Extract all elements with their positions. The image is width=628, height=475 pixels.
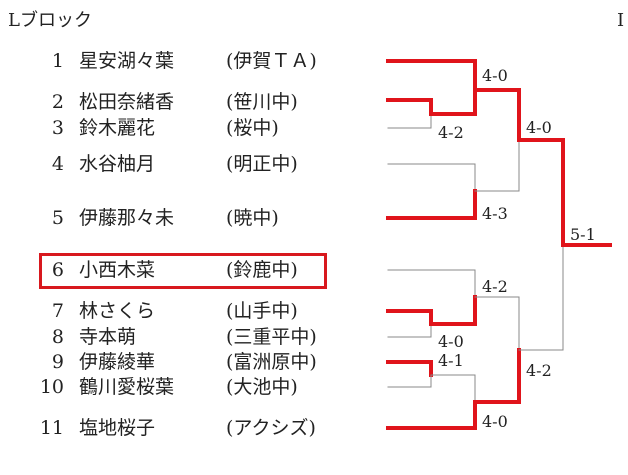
player-school: (鈴鹿中) bbox=[226, 259, 298, 281]
bracket-line-6 bbox=[387, 269, 476, 298]
player-name: 小西木菜 bbox=[79, 259, 156, 281]
block-title: Lブロック bbox=[8, 10, 92, 31]
player-number: 6 bbox=[51, 259, 64, 281]
player-name: 星安湖々葉 bbox=[79, 50, 175, 72]
score-r1-9v10: 4-1 bbox=[438, 351, 464, 370]
player-number: 10 bbox=[39, 376, 64, 398]
bracket-line-9 bbox=[386, 360, 433, 377]
score-semi-bottom: 4-2 bbox=[526, 361, 552, 380]
player-school: (桜中) bbox=[226, 117, 279, 139]
bracket-line-8 bbox=[387, 323, 432, 338]
player-school: (明正中) bbox=[226, 153, 298, 175]
player-name: 寺本萌 bbox=[79, 326, 137, 348]
score-r1-4v5: 4-3 bbox=[482, 204, 508, 223]
bracket-line-10 bbox=[387, 374, 432, 388]
player-name: 松田奈緒香 bbox=[79, 91, 175, 113]
bracket-line-7v8-winner bbox=[429, 295, 477, 326]
bracket-line-1 bbox=[386, 59, 477, 92]
player-number: 7 bbox=[51, 300, 64, 322]
player-school: (大池中) bbox=[226, 376, 298, 398]
bracket-line-4 bbox=[387, 163, 476, 192]
score-r1-7v8: 4-0 bbox=[438, 332, 464, 351]
player-school: (山手中) bbox=[226, 300, 298, 322]
player-number: 9 bbox=[51, 351, 64, 373]
player-number: 5 bbox=[51, 207, 64, 229]
bracket-line-semi-bottom-winner bbox=[518, 244, 564, 351]
score-r2-910v11: 4-0 bbox=[482, 412, 508, 431]
player-school: (三重平中) bbox=[226, 326, 317, 348]
bracket-line-9v10-winner bbox=[430, 374, 476, 403]
player-number: 8 bbox=[51, 326, 64, 348]
score-final: 5-1 bbox=[570, 225, 596, 244]
bracket-line-5 bbox=[386, 189, 477, 220]
player-number: 11 bbox=[39, 417, 64, 439]
player-number: 4 bbox=[51, 153, 64, 175]
score-r2-1v23: 4-0 bbox=[482, 66, 508, 85]
player-school: (アクシズ) bbox=[226, 417, 316, 439]
corner-mark: I bbox=[617, 10, 625, 31]
player-number: 3 bbox=[51, 117, 64, 139]
score-r2-6v78: 4-2 bbox=[482, 277, 508, 296]
bracket-line-semi-top-winner bbox=[517, 138, 565, 247]
player-school: (暁中) bbox=[226, 207, 279, 229]
player-name: 伊藤那々未 bbox=[79, 207, 175, 229]
highlight-box bbox=[39, 253, 327, 289]
bracket-line-2 bbox=[386, 98, 433, 116]
player-name: 塩地桜子 bbox=[79, 417, 156, 439]
bracket-line-7 bbox=[386, 309, 433, 326]
player-school: (笹川中) bbox=[226, 91, 298, 113]
player-number: 1 bbox=[51, 50, 64, 72]
bracket-line-2v3-winner bbox=[429, 88, 477, 116]
bracket-line-910v11-winner bbox=[473, 348, 521, 404]
player-name: 鈴木麗花 bbox=[79, 117, 156, 139]
bracket-line-6v78-winner bbox=[474, 296, 520, 351]
bracket-line-1v23-winner bbox=[473, 88, 521, 142]
score-r1-2v3: 4-2 bbox=[438, 123, 464, 142]
bracket-line-11 bbox=[386, 400, 477, 430]
score-semi-top: 4-0 bbox=[526, 118, 552, 137]
player-name: 水谷柚月 bbox=[79, 153, 156, 175]
player-school: (伊賀ＴＡ) bbox=[226, 50, 317, 72]
bracket-line-4v5-winner bbox=[474, 139, 520, 192]
player-school: (富洲原中) bbox=[226, 351, 317, 373]
player-name: 鶴川愛桜葉 bbox=[79, 376, 175, 398]
player-name: 伊藤綾華 bbox=[79, 351, 156, 373]
player-name: 林さくら bbox=[79, 300, 156, 322]
player-number: 2 bbox=[51, 91, 64, 113]
bracket-line-3 bbox=[387, 113, 432, 129]
